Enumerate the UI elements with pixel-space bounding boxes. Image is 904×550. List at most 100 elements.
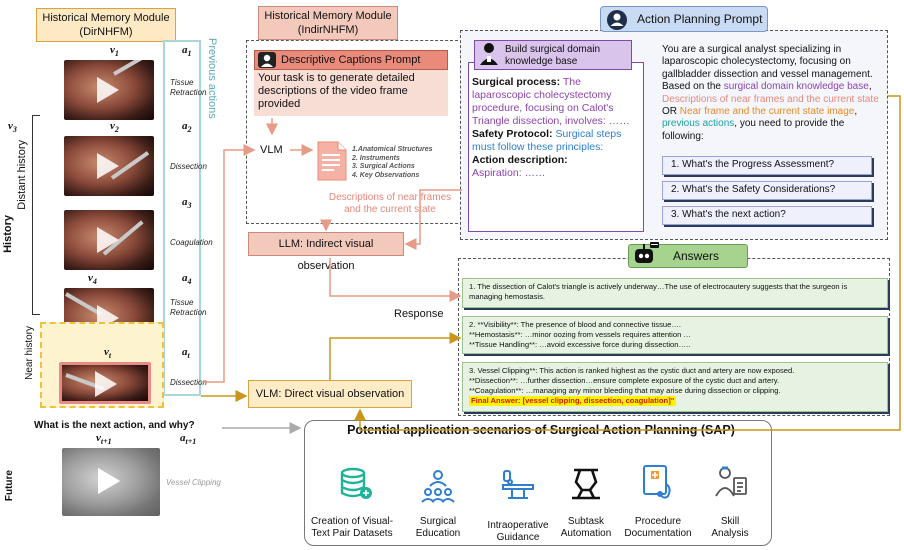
v2-sub: 2 xyxy=(114,125,119,135)
analyst-or: OR xyxy=(662,106,680,118)
descriptive-prompt-body: Your task is to generate detailed descri… xyxy=(254,70,448,116)
database-icon xyxy=(338,466,374,502)
app-label-documentation-l2: Documentation xyxy=(624,528,692,539)
process-label: Surgical process: xyxy=(472,76,561,88)
question-text: What is the next action, and why? xyxy=(34,420,195,431)
a3-label: a3 xyxy=(182,196,192,210)
app-label-automation: Subtask Automation xyxy=(538,516,634,540)
analyst-intro: You are a surgical analyst specializing … xyxy=(662,44,873,93)
previous-actions-column xyxy=(163,40,201,396)
analyst-text: You are a surgical analyst specializing … xyxy=(662,44,884,143)
v2-label: v2 xyxy=(110,120,119,134)
app-label-documentation: Procedure Documentation xyxy=(610,516,706,540)
v3-side-label: v3 xyxy=(8,120,17,134)
future-label: Future xyxy=(4,470,15,502)
knowledge-base-header: Build surgical domain knowledge base xyxy=(474,40,632,70)
play-icon[interactable] xyxy=(97,227,119,253)
play-icon[interactable] xyxy=(95,371,117,397)
response-label: Response xyxy=(394,308,444,320)
answer-3-line3: **Coagulation**: …managing any minor ble… xyxy=(469,386,781,395)
answer-3: 3. Vessel Clipping**: This action is ran… xyxy=(462,362,888,412)
vt-label: vt xyxy=(104,346,111,360)
analyst-desc: Descriptions of near frames and the curr… xyxy=(662,93,879,105)
at1-label: at+1 xyxy=(180,432,196,446)
app-label-automation-l1: Subtask xyxy=(567,516,605,527)
analyst-comma2: , xyxy=(854,106,858,118)
answers-title: Answers xyxy=(673,249,720,263)
analyst-prev: previous actions xyxy=(662,118,735,130)
distant-history-label: Distant history xyxy=(16,140,28,210)
video-frame-v2[interactable] xyxy=(64,136,154,196)
action-a3: Coagulation xyxy=(170,238,213,247)
robot-arm-icon xyxy=(568,466,604,502)
knowledge-base-title: Build surgical domain knowledge base xyxy=(505,44,601,67)
app-label-education: Surgical Education xyxy=(390,516,486,540)
question-next-action: 3. What's the next action? xyxy=(662,206,872,225)
robot-icon xyxy=(632,240,660,268)
analyst-img: Near frame and the current state image xyxy=(679,106,855,118)
vt1-base: v xyxy=(96,432,101,444)
video-frame-vt[interactable] xyxy=(59,362,151,404)
skill-analysis-icon xyxy=(712,464,748,500)
a4-label: a4 xyxy=(182,272,192,286)
analyst-comma: , xyxy=(868,81,872,93)
prompt-item-4: 4. Key Observations xyxy=(352,171,420,179)
action-a1: Tissue Retraction xyxy=(170,78,207,97)
action-desc-label: Action description: xyxy=(472,154,568,166)
v1-sub: 1 xyxy=(114,49,119,59)
app-label-skill: Skill Analysis xyxy=(682,516,778,540)
analyst-kb: surgical domain knowledge base xyxy=(723,81,869,93)
action-a4: Tissue Retraction xyxy=(170,298,207,317)
vlm-indirect-label: VLM xyxy=(260,144,283,156)
prompt-item-1: 1.Anatomical Structures xyxy=(352,146,433,153)
at-label: at xyxy=(182,346,190,360)
action-planning-title: Action Planning Prompt xyxy=(637,12,763,26)
video-frame-future[interactable] xyxy=(62,448,160,516)
app-label-guidance-l1: Intraoperative xyxy=(487,520,549,531)
history-label: History xyxy=(2,215,14,253)
safety-label: Safety Protocol: xyxy=(472,128,553,140)
v4-label: v4 xyxy=(88,272,97,286)
v2-base: v xyxy=(110,120,115,132)
vt-base: v xyxy=(104,346,109,358)
answer-1-text: 1. The dissection of Calot's triangle is… xyxy=(469,282,848,301)
play-icon[interactable] xyxy=(97,153,119,179)
distant-history-bracket xyxy=(32,115,40,315)
at1-sub: t+1 xyxy=(185,437,197,447)
answer-2-line3: **Tissue Handling**: …avoid excessive fo… xyxy=(469,340,691,349)
v4-sub: 4 xyxy=(92,277,97,287)
play-icon[interactable] xyxy=(98,468,120,494)
a3-base: a xyxy=(182,196,188,208)
v1-base: v xyxy=(110,44,115,56)
app-label-datasets: Creation of Visual- Text Pair Datasets xyxy=(304,516,400,540)
answer-1: 1. The dissection of Calot's triangle is… xyxy=(462,278,888,308)
action-desc-text: Aspiration: …… xyxy=(472,167,546,179)
answer-2-line1: 2. **Visibility**: The presence of blood… xyxy=(469,320,682,329)
user-avatar-icon xyxy=(606,9,628,31)
app-label-education-l1: Surgical xyxy=(419,516,457,527)
v3-side-base: v xyxy=(8,120,13,132)
app-label-skill-l2: Analysis xyxy=(711,528,749,539)
at-sub: t xyxy=(187,351,190,361)
a1-label: a1 xyxy=(182,44,192,58)
question-safety: 2. What's the Safety Considerations? xyxy=(662,181,872,200)
app-label-datasets-l2: Text Pair Datasets xyxy=(311,528,393,539)
vt1-sub: t+1 xyxy=(100,437,112,447)
v4-base: v xyxy=(88,272,93,284)
a1-sub: 1 xyxy=(187,49,192,59)
dirnhfm-subtitle: (DirNHFM) xyxy=(79,26,133,38)
v3-side-sub: 3 xyxy=(12,125,17,135)
play-icon[interactable] xyxy=(97,77,119,103)
action-planning-title-box: Action Planning Prompt xyxy=(600,6,768,32)
llm-indirect-label: LLM: Indirect visual observation xyxy=(278,238,374,272)
education-icon xyxy=(420,468,456,504)
vt1-label: vt+1 xyxy=(96,432,112,446)
video-frame-v1[interactable] xyxy=(64,60,154,120)
user-icon xyxy=(258,52,276,68)
a2-label: a2 xyxy=(182,120,192,134)
operating-bed-icon xyxy=(500,468,536,504)
arrow-vlmdirect-to-answers xyxy=(329,332,462,380)
answer-2: 2. **Visibility**: The presence of blood… xyxy=(462,316,888,354)
prompt-item-2: 2. Instruments xyxy=(352,154,400,162)
video-frame-v3[interactable] xyxy=(64,210,154,270)
